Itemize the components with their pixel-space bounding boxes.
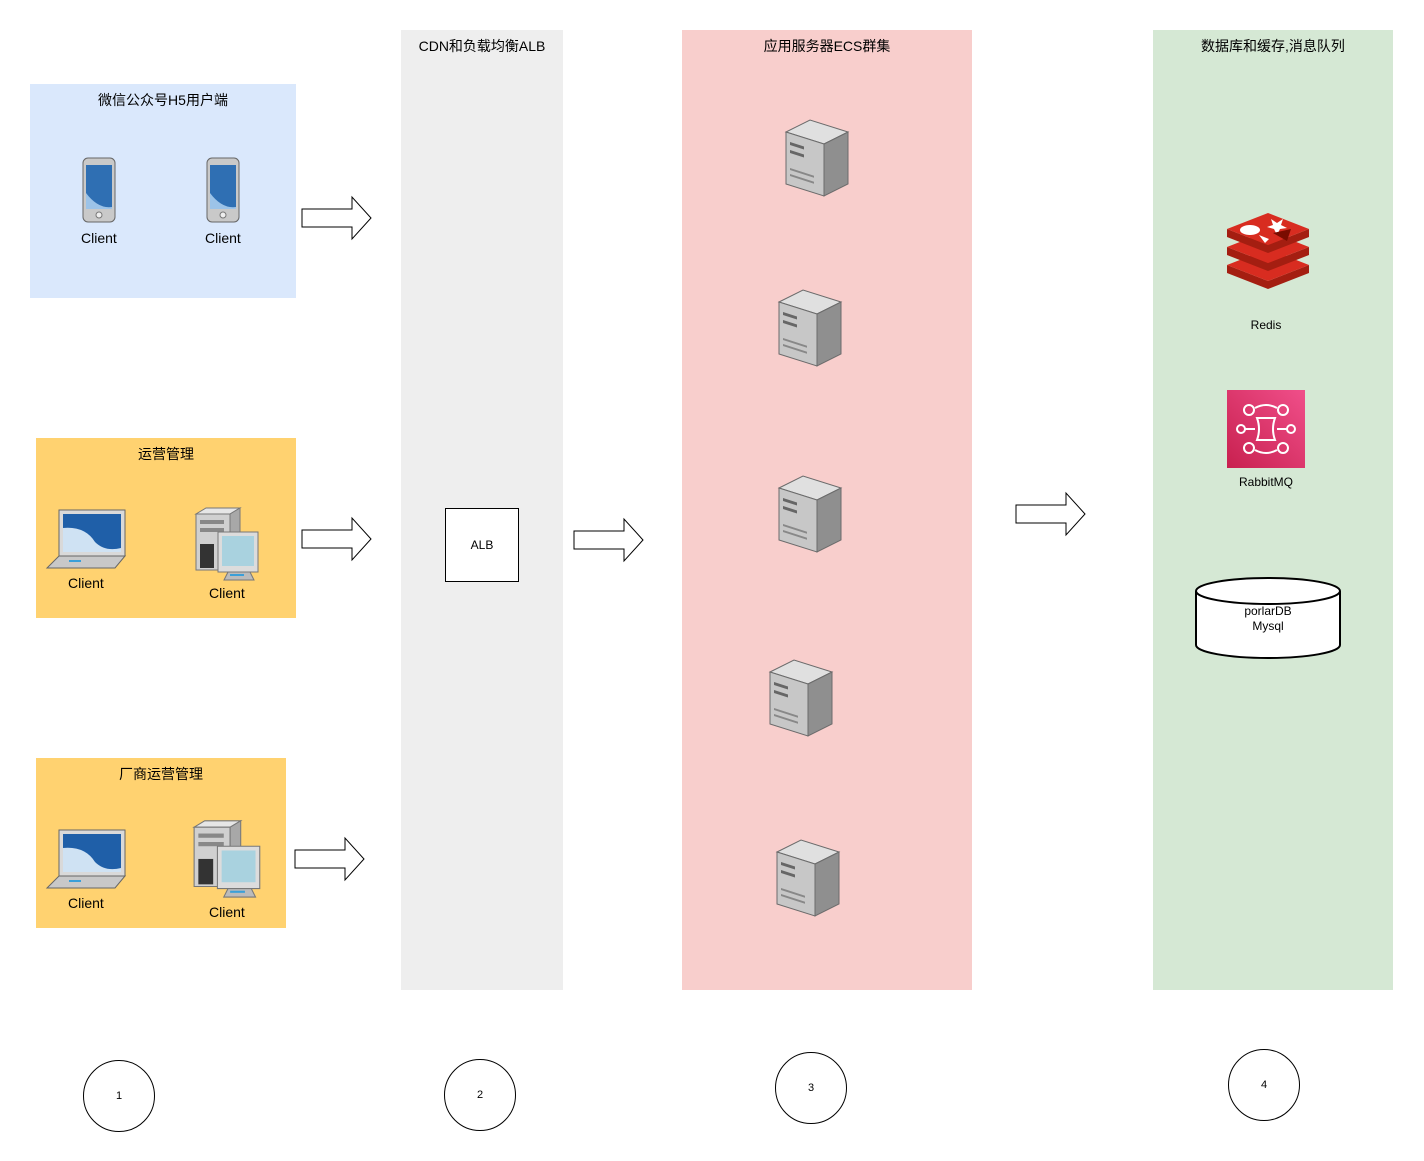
- phone-icon: [206, 157, 240, 223]
- db-panel: 数据库和缓存,消息队列: [1153, 30, 1393, 990]
- panel-title: 微信公众号H5用户端: [98, 92, 228, 108]
- step-number: 2: [476, 1089, 484, 1101]
- phone-icon: [82, 157, 116, 223]
- laptop-icon: [45, 829, 127, 889]
- flow-arrow-icon: [301, 195, 372, 241]
- client-label: Client: [209, 904, 245, 920]
- step-number: 1: [115, 1090, 123, 1102]
- server-icon: [775, 839, 841, 917]
- flow-arrow-icon: [301, 516, 372, 562]
- flow-arrow-icon: [573, 517, 644, 563]
- panel-title: 数据库和缓存,消息队列: [1201, 38, 1345, 54]
- step-circle: 4: [1228, 1049, 1300, 1121]
- client-label: Client: [68, 895, 104, 911]
- client-label: Client: [68, 575, 104, 591]
- step-circle: 1: [83, 1060, 155, 1132]
- flow-arrow-icon: [294, 836, 365, 882]
- rabbitmq-label: RabbitMQ: [1238, 475, 1294, 489]
- flow-arrow-icon: [1015, 491, 1086, 537]
- server-icon: [784, 119, 850, 197]
- wechat-client-panel: 微信公众号H5用户端: [30, 84, 296, 298]
- client-label: Client: [209, 585, 245, 601]
- redis-label: Redis: [1250, 318, 1282, 332]
- server-icon: [768, 659, 834, 737]
- client-label: Client: [205, 230, 241, 246]
- client-label: Client: [81, 230, 117, 246]
- desktop-pc-icon: [194, 507, 259, 581]
- alb-label: ALB: [470, 538, 494, 552]
- step-number: 4: [1260, 1079, 1268, 1091]
- alb-node: ALB: [445, 508, 519, 582]
- panel-title: CDN和负载均衡ALB: [418, 38, 546, 54]
- panel-title: 厂商运营管理: [119, 766, 203, 782]
- step-circle: 3: [775, 1052, 847, 1124]
- server-icon: [777, 475, 843, 553]
- laptop-icon: [45, 509, 127, 569]
- rabbitmq-icon: [1227, 390, 1305, 468]
- panel-title: 应用服务器ECS群集: [763, 38, 891, 54]
- panel-title: 运营管理: [138, 446, 194, 462]
- mysql-label-line2: Mysql: [1252, 619, 1284, 633]
- mysql-label-line1: porlarDB: [1244, 604, 1292, 618]
- step-circle: 2: [444, 1059, 516, 1131]
- server-icon: [777, 289, 843, 367]
- step-number: 3: [807, 1082, 815, 1094]
- database-cylinder-icon: [1195, 577, 1341, 659]
- redis-icon: [1227, 213, 1309, 289]
- desktop-pc-icon: [192, 819, 261, 898]
